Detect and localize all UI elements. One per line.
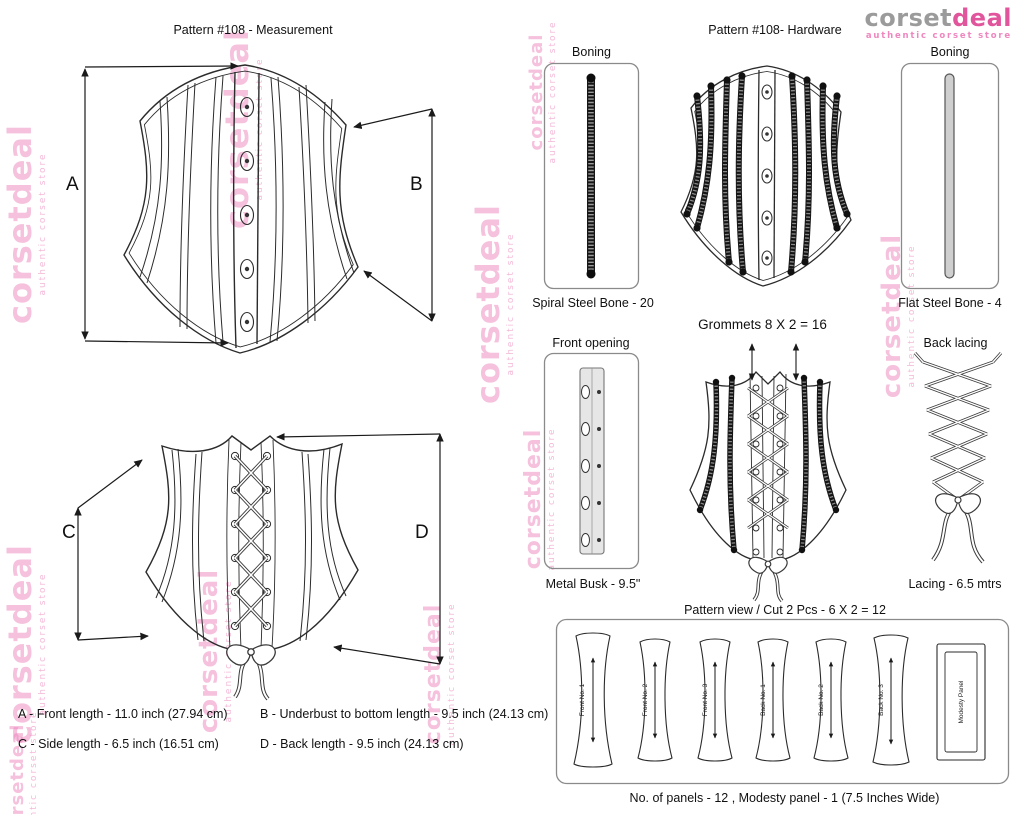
logo-tagline: authentic corset store <box>865 31 1012 41</box>
hardware-back-corset-diagram <box>689 343 847 603</box>
spiral-bones <box>683 72 851 276</box>
measure-letter-c: C <box>62 522 76 543</box>
busk-clasps <box>761 84 773 266</box>
seam-lines <box>155 447 347 642</box>
back-lacing-diagram <box>913 352 1003 564</box>
spiral-bone-caption: Spiral Steel Bone - 20 <box>532 296 654 310</box>
spiral-bone-box <box>543 62 640 290</box>
spec-front-length: A - Front length - 11.0 inch (27.94 cm) <box>18 707 228 721</box>
piece-label: Back No. 2 <box>818 684 825 716</box>
lacing-caption: Lacing - 6.5 mtrs <box>908 577 1002 591</box>
measure-letter-a: A <box>66 174 79 195</box>
pattern-footer: No. of panels - 12 , Modesty panel - 1 (… <box>629 791 940 805</box>
lacing <box>747 386 789 530</box>
lacing-zigzag <box>913 352 1003 502</box>
lace-bow <box>748 556 788 574</box>
measure-d-arrows <box>276 433 444 665</box>
lace-bow <box>935 493 981 514</box>
hardware-front-corset-diagram <box>680 65 852 287</box>
corset-outline <box>680 65 852 287</box>
panel-arrows <box>748 343 800 381</box>
front-opening-label: Front opening <box>552 336 630 350</box>
spiral-bones <box>696 374 840 554</box>
piece-label: Front No. 2 <box>642 683 649 716</box>
logo-wordmark: corsetdeal <box>865 6 1012 30</box>
corset-front-outline <box>123 64 359 354</box>
flat-steel-bone <box>944 73 955 279</box>
corsetdeal-logo: corsetdeal authentic corset store <box>865 6 1012 41</box>
bone-tip-caps <box>683 72 851 276</box>
busk-caption: Metal Busk - 9.5" <box>545 577 641 591</box>
measure-c-arrows <box>74 459 149 641</box>
spec-side-length: C - Side length - 6.5 inch (16.51 cm) <box>18 737 219 751</box>
measure-letter-d: D <box>415 522 429 543</box>
boning-label-right: Boning <box>930 45 970 59</box>
spec-underbust-length: B - Underbust to bottom length - 9.5 inc… <box>260 707 549 721</box>
busk-clasps <box>239 96 255 333</box>
measurement-back-corset-diagram <box>74 433 444 701</box>
grain-arrows <box>590 657 894 745</box>
seam-lines <box>139 75 355 344</box>
hardware-title: Pattern #108- Hardware <box>708 23 842 37</box>
measure-letter-b: B <box>410 174 423 195</box>
piece-label: Back No. 1 <box>760 684 767 716</box>
logo-deal: deal <box>952 4 1012 32</box>
logo-corset: corset <box>864 4 953 32</box>
boning-label-left: Boning <box>572 45 611 59</box>
piece-label: Front No. 3 <box>702 683 709 716</box>
metal-busk-box <box>543 352 640 570</box>
back-lacing-label: Back lacing <box>923 336 988 350</box>
piece-label: Back No. 3 <box>878 684 885 716</box>
pattern-piece-labels: Front No. 1 Front No. 2 Front No. 3 Back… <box>579 680 965 724</box>
measure-b-arrows <box>353 108 436 322</box>
bone-tip-caps <box>696 374 840 554</box>
spec-back-length: D - Back length - 9.5 inch (24.13 cm) <box>260 737 464 751</box>
busk-lines <box>232 71 260 349</box>
flat-bone-caption: Flat Steel Bone - 4 <box>898 296 1002 310</box>
spiral-steel-bone <box>586 73 596 279</box>
lacing <box>233 454 269 628</box>
piece-label: Front No. 1 <box>579 683 586 716</box>
flat-bone-box <box>900 62 1000 290</box>
measure-a-arrows <box>81 62 239 347</box>
corset-back-outline <box>145 435 359 653</box>
metal-busk <box>579 367 605 555</box>
pattern-pieces-box: Front No. 1 Front No. 2 Front No. 3 Back… <box>555 618 1010 785</box>
pattern-piece-shapes <box>573 632 986 768</box>
piece-label: Modesty Panel <box>958 680 965 724</box>
measurement-title: Pattern #108 - Measurement <box>173 23 333 37</box>
lace-tails <box>931 504 985 564</box>
measurement-front-corset-diagram <box>81 62 436 354</box>
grommets-text: Grommets 8 X 2 = 16 <box>698 317 827 332</box>
lace-bow <box>226 644 276 666</box>
pattern-view-title: Pattern view / Cut 2 Pcs - 6 X 2 = 12 <box>684 603 886 617</box>
grommets <box>752 384 784 556</box>
